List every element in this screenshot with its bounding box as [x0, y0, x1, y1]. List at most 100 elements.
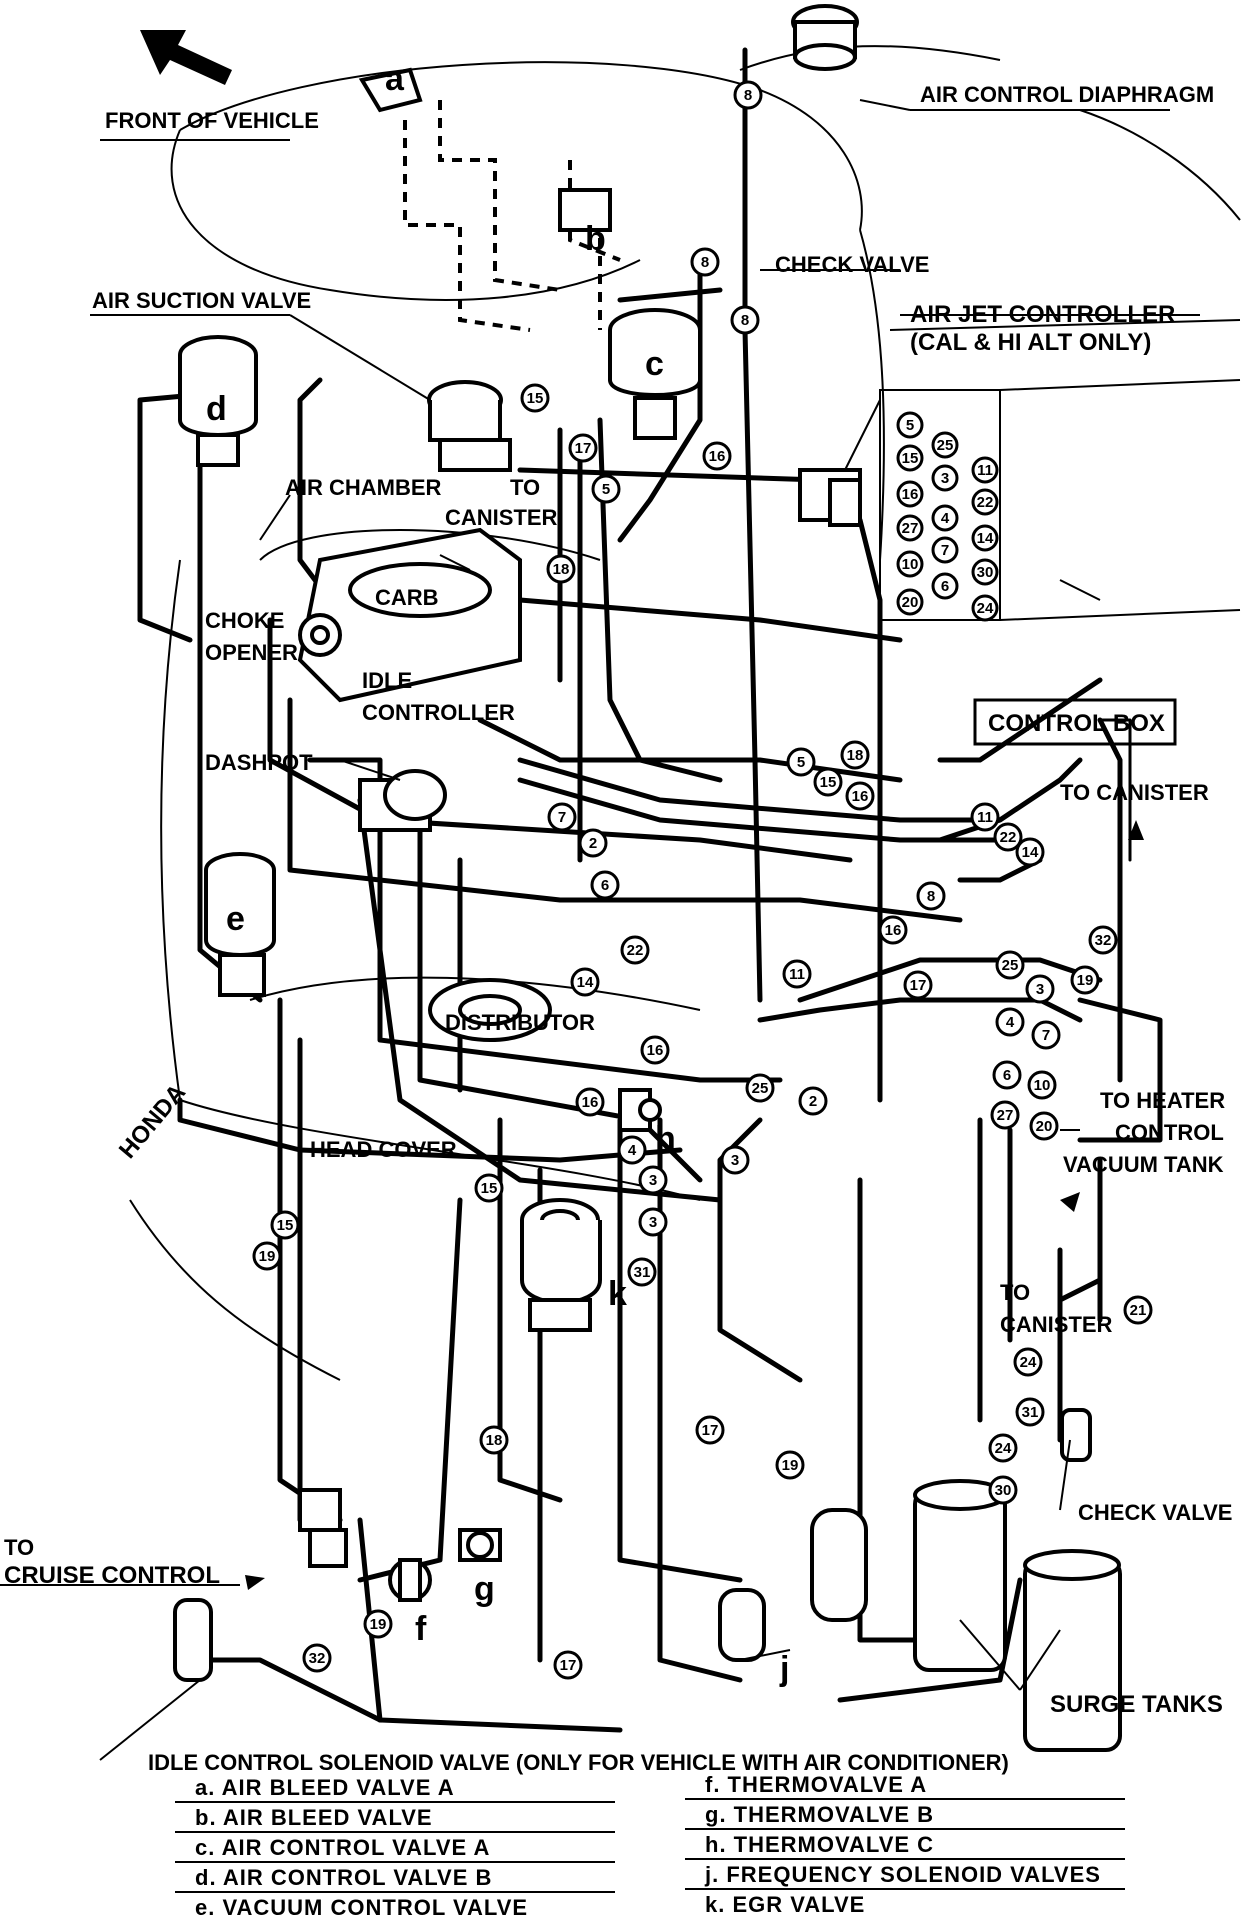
control-box-port-6: 6 [931, 572, 959, 600]
legend-item-a: a. AIR BLEED VALVE A [195, 1775, 455, 1800]
legend-item-f: f. THERMOVALVE A [705, 1772, 927, 1797]
control-box-port-14: 14 [971, 524, 999, 552]
hose-number-3: 3 [1025, 974, 1055, 1004]
svg-text:7: 7 [941, 542, 949, 559]
legend-right: f. THERMOVALVE A g. THERMOVALVE B h. THE… [685, 1772, 1125, 1917]
arrow-left-icon [245, 1575, 265, 1590]
svg-text:21: 21 [1130, 1302, 1147, 1319]
hose-number-3: 3 [638, 1207, 668, 1237]
svg-text:7: 7 [1042, 1027, 1050, 1044]
label-check-valve-bottom: CHECK VALVE [1078, 1500, 1232, 1525]
svg-text:16: 16 [902, 486, 919, 503]
hose-number-15: 15 [474, 1173, 504, 1203]
label-to-canister-3b: CANISTER [1000, 1312, 1113, 1337]
svg-text:30: 30 [977, 564, 994, 581]
label-to-cruise-2: CRUISE CONTROL [4, 1562, 220, 1589]
label-to-canister-1a: TO [510, 475, 540, 500]
svg-text:5: 5 [602, 481, 610, 498]
hose-number-2: 2 [578, 828, 608, 858]
svg-text:16: 16 [647, 1042, 664, 1059]
svg-text:3: 3 [649, 1172, 657, 1189]
label-carb: CARB [375, 585, 439, 610]
hose-number-4: 4 [995, 1007, 1025, 1037]
thermovalve-a: f [388, 1558, 432, 1648]
hose-number-16: 16 [640, 1035, 670, 1065]
idle-control-solenoid-valve [173, 1598, 213, 1682]
legend-item-d: d. AIR CONTROL VALVE B [195, 1865, 492, 1890]
label-choke-opener-1: CHOKE [205, 608, 284, 633]
label-idle-controller-1: IDLE [362, 668, 412, 693]
control-box-port-3: 3 [931, 464, 959, 492]
svg-text:25: 25 [752, 1080, 769, 1097]
control-box-port-20: 20 [896, 588, 924, 616]
svg-text:16: 16 [709, 448, 726, 465]
control-box-port-24: 24 [971, 594, 999, 622]
svg-text:19: 19 [259, 1248, 276, 1265]
svg-text:8: 8 [927, 888, 935, 905]
svg-text:16: 16 [852, 788, 869, 805]
svg-text:11: 11 [789, 966, 805, 983]
hose-number-32: 32 [1088, 925, 1118, 955]
svg-text:31: 31 [634, 1264, 651, 1281]
svg-text:15: 15 [820, 774, 837, 791]
svg-text:6: 6 [601, 877, 609, 894]
control-box-port-11: 11 [971, 456, 999, 484]
hose-number-6: 6 [590, 870, 620, 900]
svg-text:2: 2 [589, 835, 597, 852]
svg-text:27: 27 [902, 520, 919, 537]
hose-number-18: 18 [840, 740, 870, 770]
hose-number-22: 22 [993, 822, 1023, 852]
hose-number-25: 25 [995, 950, 1025, 980]
arrow-right-icon [1060, 1192, 1080, 1212]
svg-text:15: 15 [481, 1180, 498, 1197]
egr-valve: k [520, 1198, 627, 1332]
letter-c: c [645, 345, 664, 383]
svg-text:6: 6 [941, 578, 949, 595]
hose-number-17: 17 [553, 1650, 583, 1680]
svg-text:17: 17 [560, 1657, 577, 1674]
svg-text:24: 24 [1020, 1354, 1037, 1371]
svg-text:17: 17 [702, 1422, 719, 1439]
svg-text:3: 3 [1036, 981, 1044, 998]
hose-number-6: 6 [992, 1060, 1022, 1090]
hose-number-5: 5 [786, 747, 816, 777]
hose-number-11: 11 [970, 802, 1000, 832]
label-to-canister-3a: TO [1000, 1280, 1030, 1305]
letter-g: g [474, 1570, 495, 1608]
svg-text:16: 16 [582, 1094, 599, 1111]
svg-text:10: 10 [1034, 1077, 1051, 1094]
svg-text:17: 17 [910, 977, 927, 994]
hose-number-19: 19 [252, 1241, 282, 1271]
control-box-port-15: 15 [896, 444, 924, 472]
hose-number-15: 15 [520, 383, 550, 413]
svg-text:15: 15 [277, 1217, 294, 1234]
svg-text:3: 3 [649, 1214, 657, 1231]
hose-number-4: 4 [617, 1135, 647, 1165]
svg-text:30: 30 [995, 1482, 1012, 1499]
label-head-cover: HEAD COVER [310, 1137, 457, 1162]
hose-number-8: 8 [730, 305, 760, 335]
svg-text:17: 17 [575, 440, 592, 457]
svg-text:31: 31 [1022, 1404, 1039, 1421]
svg-text:8: 8 [741, 312, 749, 329]
label-check-valve-top: CHECK VALVE [775, 252, 929, 277]
control-box-port-5: 5 [896, 411, 924, 439]
label-choke-opener-2: OPENER [205, 640, 298, 665]
air-control-valve-b: d [178, 335, 258, 467]
letter-h: h [655, 1120, 676, 1158]
carburetor [297, 527, 522, 832]
svg-text:14: 14 [1022, 844, 1039, 861]
hose-number-30: 30 [988, 1475, 1018, 1505]
label-control-box: CONTROL BOX [988, 710, 1165, 737]
letter-e: e [226, 900, 245, 938]
svg-text:24: 24 [977, 600, 994, 617]
hose-number-17: 17 [903, 970, 933, 1000]
hose-number-20: 20 [1029, 1111, 1059, 1141]
hose-number-16: 16 [845, 781, 875, 811]
hose-number-8: 8 [690, 247, 720, 277]
label-air-jet-controller: AIR JET CONTROLLER [910, 301, 1175, 328]
hose-number-22: 22 [620, 935, 650, 965]
hose-number-3: 3 [638, 1165, 668, 1195]
